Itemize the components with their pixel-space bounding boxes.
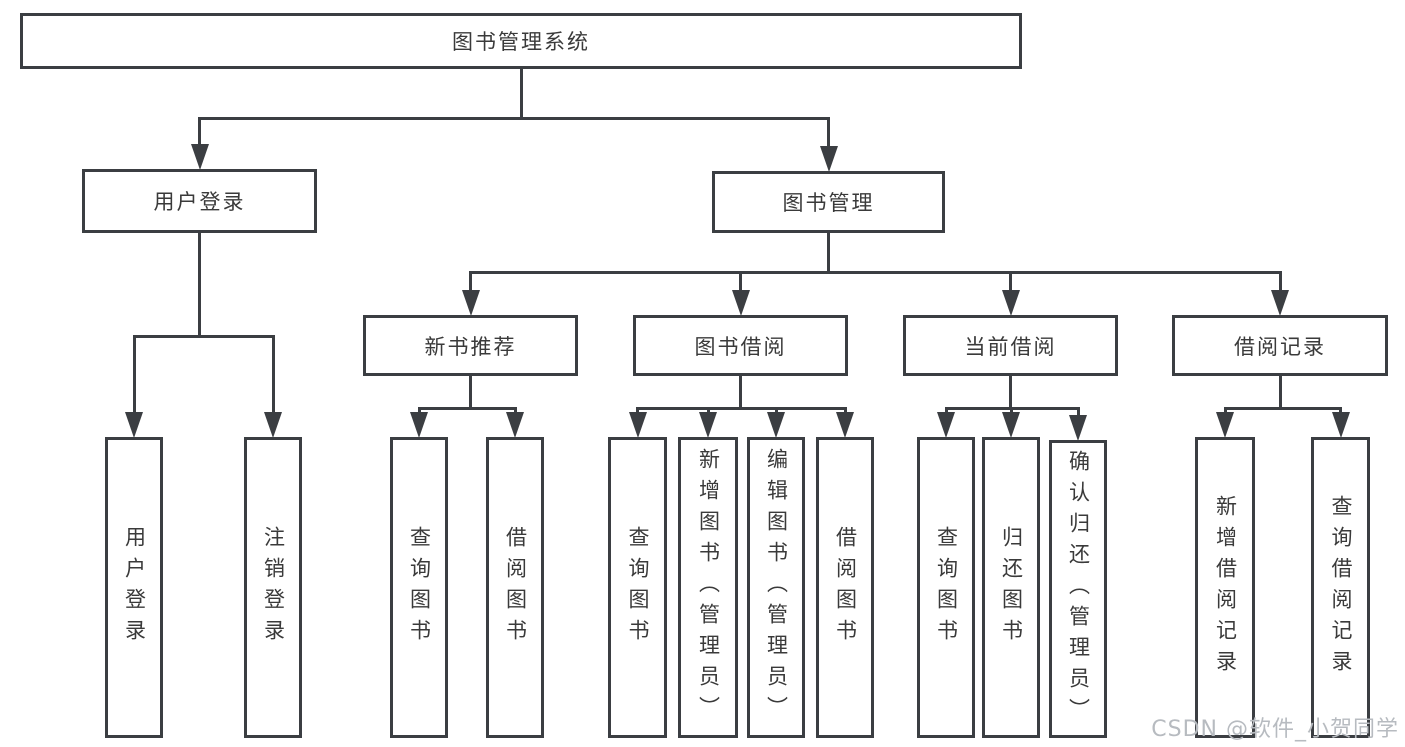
connector-drop-nb-query-book [417,408,421,415]
arrowhead-br-query-record [1331,412,1350,438]
connector-drop-cb-confirm-return [1076,408,1080,418]
node-label-cb-query-book: 查询图书 [934,525,959,650]
connector-bus-user-login-branch [132,334,275,338]
node-borrow-record: 借阅记录 [1172,315,1388,376]
node-cb-confirm-return: 确认归还（管理员） [1049,440,1107,738]
node-book-mgmt-branch: 图书管理 [712,171,945,233]
arrowhead-bb-add-book [699,412,717,438]
connector-bus-book-borrow [636,406,847,410]
connector-stem-new-book-recommend [469,376,472,410]
connector-drop-new-book-recommend [469,272,472,293]
node-bb-edit-book: 编辑图书（管理员） [747,437,805,738]
node-bb-add-book: 新增图书（管理员） [678,437,738,738]
arrowhead-borrow-record [1271,290,1289,316]
connector-drop-bb-borrow-book [843,408,847,415]
connector-stem-borrow-record [1278,376,1282,410]
node-label-bb-add-book: 新增图书（管理员） [696,448,721,727]
node-br-add-record: 新增借阅记录 [1195,437,1255,738]
arrowhead-book-borrow [731,290,750,316]
connector-stem-current-borrow [1009,376,1012,410]
node-label-bb-borrow-book: 借阅图书 [833,525,858,650]
connector-drop-current-borrow [1009,272,1012,293]
node-label-current-borrow: 当前借阅 [964,334,1057,359]
node-new-book-recommend: 新书推荐 [363,315,578,376]
connector-bus-borrow-record [1223,406,1342,410]
node-nb-borrow-book: 借阅图书 [486,437,544,738]
connector-bus-book-mgmt-branch [469,270,1282,274]
connector-bus-root [198,116,830,120]
arrowhead-nb-query-book [410,412,428,438]
connector-drop-book-mgmt-branch [827,118,830,149]
node-label-cb-return-book: 归还图书 [999,525,1024,650]
node-label-book-borrow: 图书借阅 [694,334,787,359]
connector-drop-nb-borrow-book [513,408,517,415]
node-label-cb-confirm-return: 确认归还（管理员） [1066,449,1091,729]
node-cb-query-book: 查询图书 [917,437,975,738]
arrowhead-bb-edit-book [767,412,785,438]
connector-drop-borrow-record [1278,272,1282,293]
arrowhead-nb-borrow-book [506,412,524,438]
connector-bus-new-book-recommend [417,406,517,410]
arrowhead-user-login-branch [190,144,209,170]
connector-drop-login [132,336,136,415]
connector-stem-root [519,69,523,120]
node-label-root: 图书管理系统 [452,30,590,54]
arrowhead-new-book-recommend [461,290,480,316]
connector-stem-book-mgmt-branch [827,233,830,274]
arrowhead-login [125,412,143,438]
arrowhead-cb-return-book [1002,412,1020,438]
node-bb-borrow-book: 借阅图书 [816,437,874,738]
connector-drop-cb-query-book [944,408,948,415]
node-book-borrow: 图书借阅 [633,315,848,376]
arrowhead-logout [264,412,282,438]
connector-drop-br-query-record [1339,408,1342,415]
arrowhead-cb-confirm-return [1069,415,1087,441]
connector-drop-bb-add-book [706,408,710,415]
arrowhead-bb-query-book [628,412,647,438]
node-label-logout: 注销登录 [261,525,286,650]
arrowhead-bb-borrow-book [836,412,854,438]
node-label-nb-query-book: 查询图书 [407,525,432,650]
node-label-br-query-record: 查询借阅记录 [1329,494,1353,681]
connector-stem-user-login-branch [198,233,201,338]
watermark: CSDN @软件_小贺同学 [1151,717,1399,742]
connector-drop-cb-return-book [1009,408,1013,415]
node-label-bb-query-book: 查询图书 [626,525,650,650]
node-login: 用户登录 [105,437,163,738]
node-label-br-add-record: 新增借阅记录 [1213,494,1238,681]
node-br-query-record: 查询借阅记录 [1311,437,1370,738]
connector-drop-br-add-record [1223,408,1227,415]
node-label-book-mgmt-branch: 图书管理 [782,191,875,215]
arrowhead-cb-query-book [937,412,955,438]
node-root: 图书管理系统 [20,13,1022,69]
connector-drop-bb-query-book [636,408,639,415]
node-label-borrow-record: 借阅记录 [1234,334,1326,359]
node-label-new-book-recommend: 新书推荐 [424,334,517,359]
connector-drop-logout [271,336,275,415]
node-current-borrow: 当前借阅 [903,315,1118,376]
connector-drop-bb-edit-book [774,408,778,415]
connector-drop-user-login-branch [198,118,201,147]
node-bb-query-book: 查询图书 [608,437,667,738]
node-nb-query-book: 查询图书 [390,437,448,738]
arrowhead-book-mgmt-branch [819,146,838,172]
arrowhead-br-add-record [1216,412,1234,438]
connector-drop-book-borrow [739,272,742,293]
arrowhead-current-borrow [1001,290,1020,316]
node-logout: 注销登录 [244,437,302,738]
node-label-login: 用户登录 [122,525,147,650]
connector-stem-book-borrow [739,376,742,410]
node-cb-return-book: 归还图书 [982,437,1040,738]
node-label-bb-edit-book: 编辑图书（管理员） [764,448,789,727]
node-user-login-branch: 用户登录 [82,169,317,233]
node-label-user-login-branch: 用户登录 [153,190,246,214]
node-label-nb-borrow-book: 借阅图书 [503,525,528,650]
